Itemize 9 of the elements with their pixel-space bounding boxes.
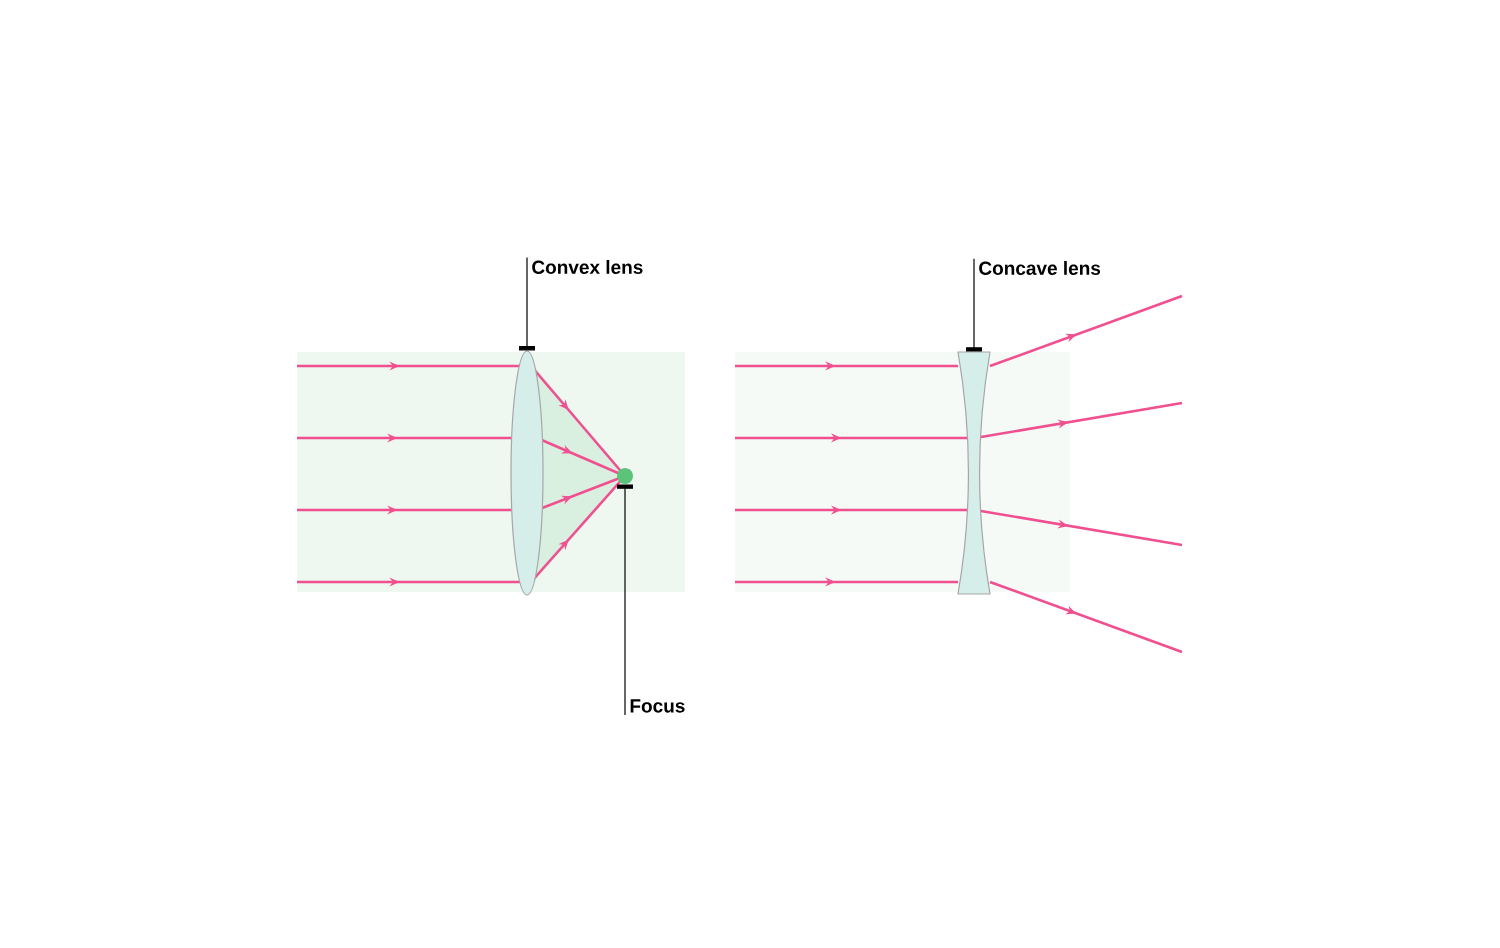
- focus-dot: [617, 468, 633, 484]
- label-text: Focus: [630, 699, 685, 713]
- leader-line: [966, 258, 982, 352]
- leader-line: [617, 484, 633, 716]
- label-text: Convex lens: [532, 260, 643, 274]
- convex-lens: [510, 350, 544, 596]
- leader-line: [519, 257, 535, 351]
- label-text: Concave lens: [979, 261, 1101, 275]
- concave-lens: [957, 351, 991, 595]
